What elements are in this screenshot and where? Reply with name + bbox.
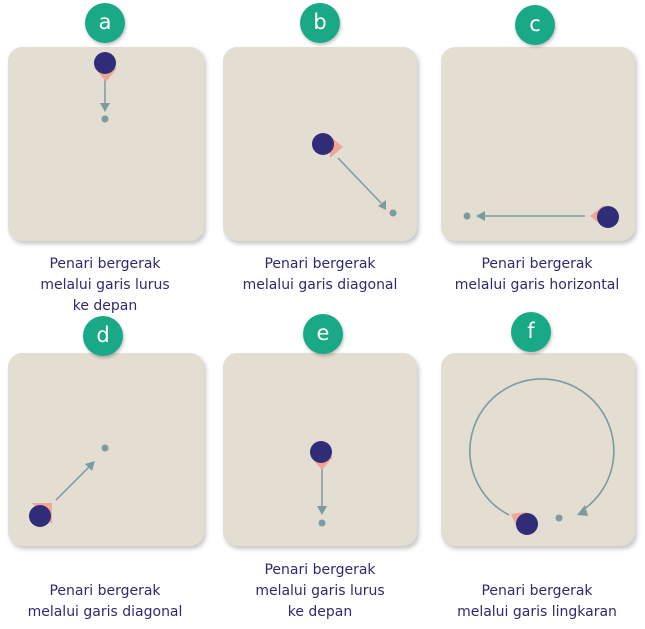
badge-c: c bbox=[515, 5, 555, 45]
caption-line: Penari bergerak bbox=[264, 562, 376, 578]
caption-line: ke depan bbox=[72, 298, 138, 314]
caption-line: melalui garis horizontal bbox=[454, 277, 620, 293]
panel-e bbox=[223, 353, 417, 546]
caption-b: Penari bergerak melalui garis diagonal bbox=[220, 254, 420, 296]
badge-f: f bbox=[511, 312, 551, 352]
caption-line: ke depan bbox=[287, 604, 353, 620]
panel-f bbox=[441, 353, 635, 546]
caption-line: melalui garis lingkaran bbox=[457, 604, 617, 620]
caption-line: melalui garis diagonal bbox=[27, 604, 183, 620]
caption-a: Penari bergerak melalui garis lurus ke d… bbox=[5, 254, 205, 317]
caption-line: melalui garis lurus bbox=[40, 277, 170, 293]
caption-line: melalui garis diagonal bbox=[242, 277, 398, 293]
caption-line: Penari bergerak bbox=[264, 256, 376, 272]
caption-line: Penari bergerak bbox=[49, 256, 161, 272]
caption-line: melalui garis lurus bbox=[255, 583, 385, 599]
caption-d: Penari bergerak melalui garis diagonal bbox=[5, 581, 205, 623]
caption-line: Penari bergerak bbox=[481, 256, 593, 272]
caption-line: Penari bergerak bbox=[49, 583, 161, 599]
badge-d: d bbox=[83, 316, 123, 356]
caption-line: Penari bergerak bbox=[481, 583, 593, 599]
caption-e: Penari bergerak melalui garis lurus ke d… bbox=[220, 560, 420, 623]
panel-b bbox=[223, 47, 417, 241]
panel-a bbox=[8, 47, 204, 241]
caption-c: Penari bergerak melalui garis horizontal bbox=[437, 254, 637, 296]
caption-f: Penari bergerak melalui garis lingkaran bbox=[437, 581, 637, 623]
panel-d bbox=[8, 353, 204, 546]
badge-b: b bbox=[300, 3, 340, 43]
badge-a: a bbox=[85, 3, 125, 43]
panel-c bbox=[441, 47, 635, 241]
badge-e: e bbox=[303, 314, 343, 354]
